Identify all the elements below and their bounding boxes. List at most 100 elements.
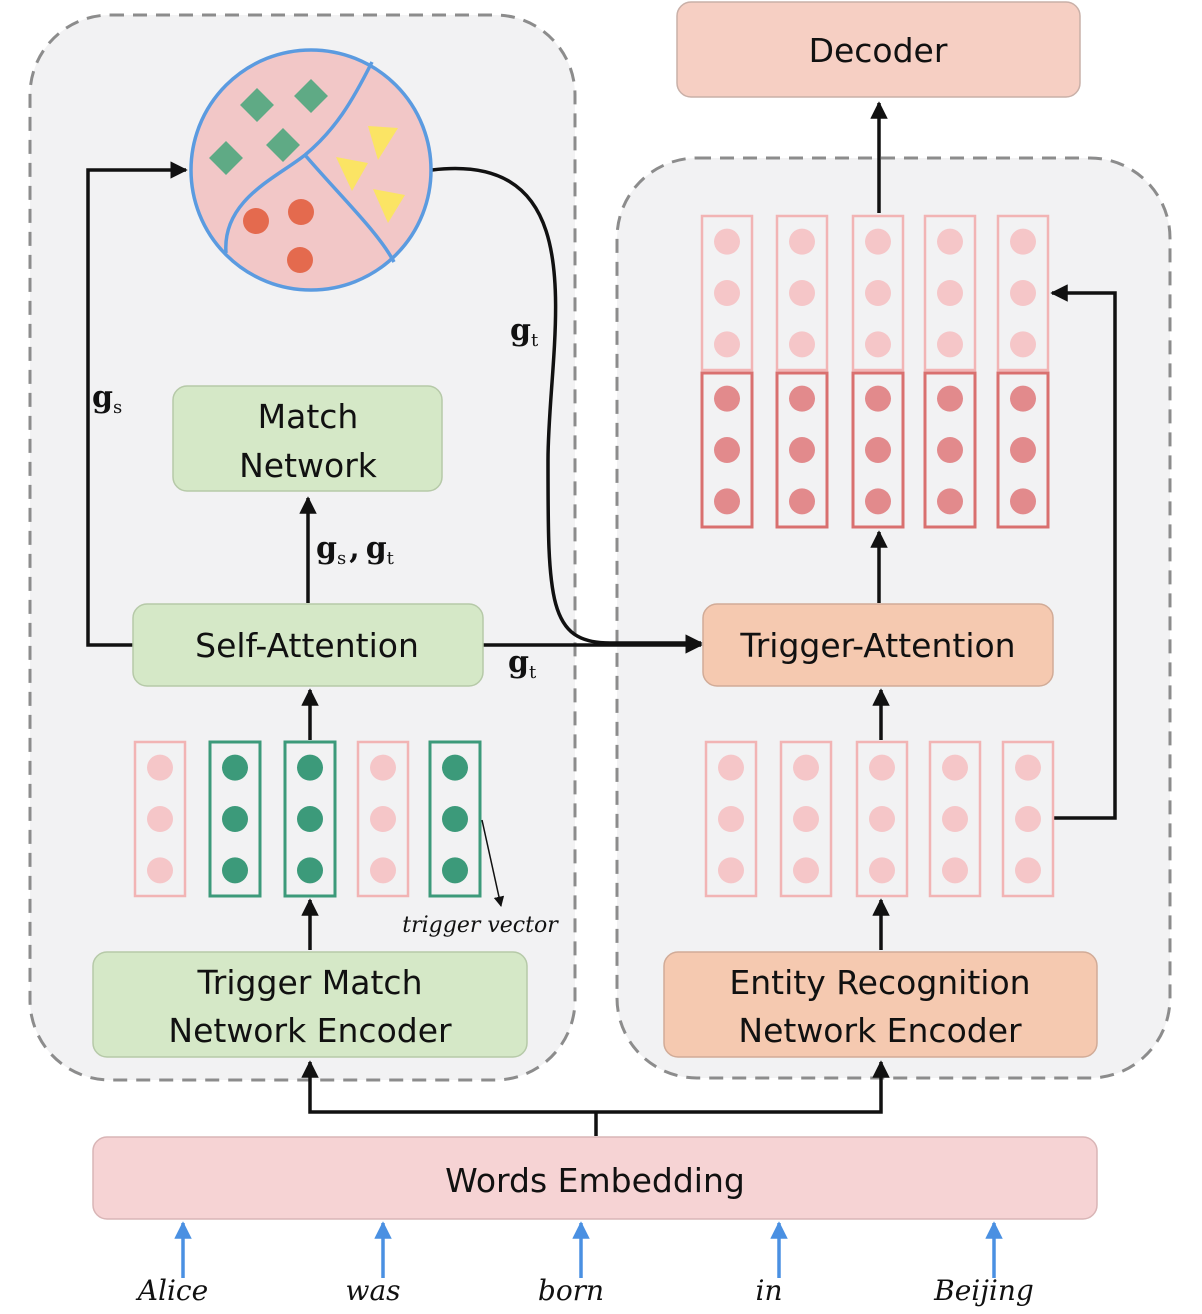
token-column xyxy=(133,740,187,898)
svg-text:Network: Network xyxy=(239,446,378,485)
token-dot xyxy=(222,857,248,884)
token-dot xyxy=(789,331,815,358)
svg-text:Self-Attention: Self-Attention xyxy=(195,626,419,665)
token-dot xyxy=(147,857,173,884)
token-dot xyxy=(222,754,248,781)
gs-label-left: gs xyxy=(92,380,122,418)
token-dot xyxy=(793,754,819,781)
output-token-column-lower xyxy=(775,371,829,529)
trigger-token-column xyxy=(428,740,482,898)
token-dot xyxy=(718,857,744,884)
cluster-circle xyxy=(189,48,433,292)
trigger-token-column xyxy=(283,740,337,898)
token-dot xyxy=(442,806,468,832)
self-attention-box: Self-Attention xyxy=(132,603,484,687)
cluster-boundary-2 xyxy=(303,153,396,263)
token-dot xyxy=(1010,488,1036,515)
input-word: Alice xyxy=(135,1274,208,1307)
token-dot xyxy=(718,806,744,832)
trigger-match-encoder-box: Trigger Match Network Encoder xyxy=(92,951,528,1058)
token-dot xyxy=(942,857,968,884)
token-dot xyxy=(714,331,740,358)
match-network-box: Match Network xyxy=(172,385,443,492)
input-word: born xyxy=(538,1274,604,1307)
token-dot xyxy=(1015,806,1041,832)
token-dot xyxy=(937,385,963,412)
token-dot xyxy=(370,806,396,832)
token-dot xyxy=(789,228,815,255)
token-dot xyxy=(714,280,740,306)
token-dot xyxy=(942,754,968,781)
token-dot xyxy=(789,385,815,412)
token-dot xyxy=(297,857,323,884)
token-dot xyxy=(442,754,468,781)
entity-token-column xyxy=(704,740,758,898)
token-dot xyxy=(789,280,815,306)
entity-token-column xyxy=(928,740,982,898)
token-dot xyxy=(1010,331,1036,358)
trigger-vector-label: trigger vector xyxy=(402,913,559,938)
token-dot xyxy=(714,437,740,463)
token-dot xyxy=(718,754,744,781)
output-token-column-lower xyxy=(851,371,905,529)
token-dot xyxy=(297,754,323,781)
trigger-attention-box: Trigger-Attention xyxy=(702,603,1054,687)
skip-connection-arrow xyxy=(1050,284,1117,820)
output-token-column-upper xyxy=(775,214,829,372)
token-dot xyxy=(789,437,815,463)
gs-gt-label-center: gs,gt xyxy=(316,531,395,569)
svg-text:Trigger-Attention: Trigger-Attention xyxy=(739,626,1015,665)
token-dot xyxy=(1015,857,1041,884)
token-dot xyxy=(937,488,963,515)
token-dot xyxy=(222,806,248,832)
output-token-column-upper xyxy=(700,214,754,372)
output-token-column-upper xyxy=(851,214,905,372)
trigger-token-column xyxy=(208,740,262,898)
entity-token-column xyxy=(855,740,909,898)
connection-lines xyxy=(86,101,1117,1136)
token-dot xyxy=(370,857,396,884)
token-dot xyxy=(865,228,891,255)
cluster-to-trigger-attention-curve xyxy=(431,166,703,652)
input-word: Beijing xyxy=(933,1274,1034,1307)
token-dot xyxy=(714,385,740,412)
token-dot xyxy=(1015,754,1041,781)
embedding-to-trigger-encoder-arrow xyxy=(301,1060,596,1114)
cluster-boundary-1 xyxy=(224,61,374,254)
token-dot xyxy=(937,331,963,358)
token-dot xyxy=(865,488,891,515)
entity-token-column xyxy=(1001,740,1055,898)
gt-label-curve: gt xyxy=(510,313,539,351)
output-token-column-upper xyxy=(996,214,1050,372)
svg-text:Decoder: Decoder xyxy=(809,31,948,70)
self-attention-to-cluster-arrow xyxy=(86,161,188,647)
token-dot xyxy=(1010,385,1036,412)
dot-points xyxy=(243,199,314,273)
output-token-column-lower xyxy=(923,371,977,529)
svg-text:Match: Match xyxy=(258,397,359,436)
input-word: was xyxy=(345,1274,400,1307)
svg-text:Network Encoder: Network Encoder xyxy=(738,1011,1022,1050)
output-token-column-lower xyxy=(996,371,1050,529)
gt-label-horizontal: gt xyxy=(508,645,537,683)
embedding-to-entity-encoder-arrow xyxy=(596,1060,890,1114)
token-dot xyxy=(793,806,819,832)
token-dot xyxy=(865,280,891,306)
output-token-column-lower xyxy=(700,371,754,529)
token-dot xyxy=(297,806,323,832)
token-dot xyxy=(789,488,815,515)
token-dot xyxy=(1010,228,1036,255)
token-dot xyxy=(1010,437,1036,463)
token-dot xyxy=(147,754,173,781)
token-dot xyxy=(1010,280,1036,306)
token-dot xyxy=(865,437,891,463)
token-dot xyxy=(942,806,968,832)
svg-text:Network Encoder: Network Encoder xyxy=(168,1011,452,1050)
token-dot xyxy=(869,806,895,832)
words-embedding-box: Words Embedding xyxy=(92,1136,1098,1220)
token-dot xyxy=(442,857,468,884)
svg-text:Trigger Match: Trigger Match xyxy=(197,963,423,1002)
decoder-box: Decoder xyxy=(676,1,1081,98)
